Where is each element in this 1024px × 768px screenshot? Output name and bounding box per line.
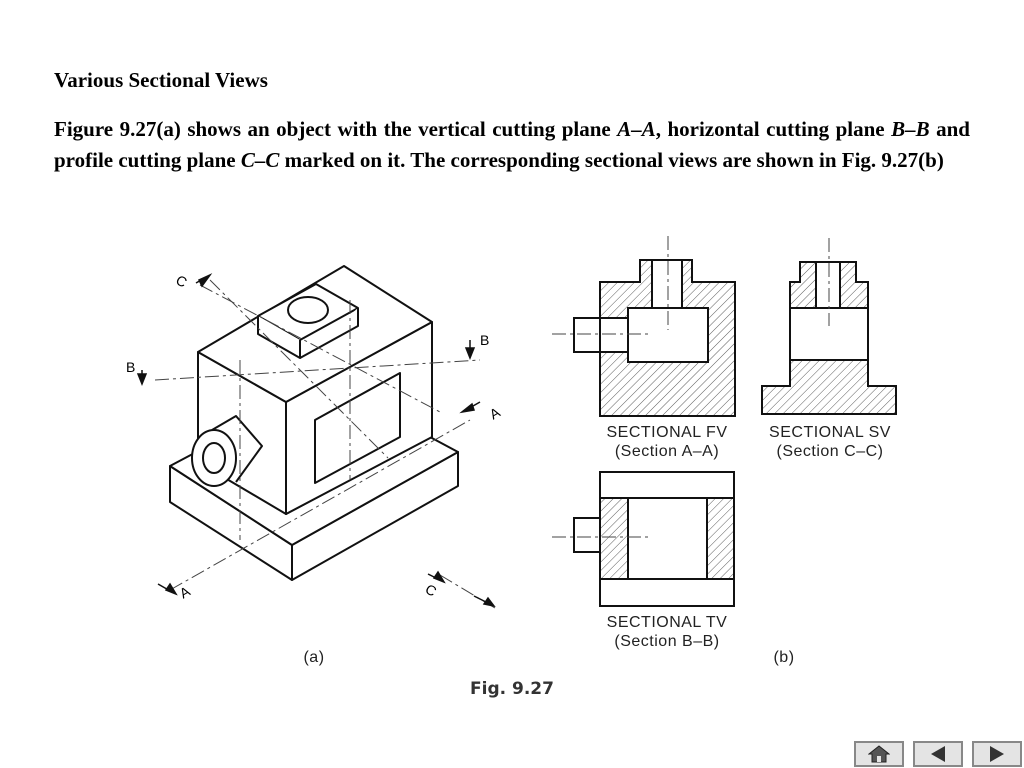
sv-title: SECTIONAL SV (769, 424, 891, 441)
isometric-object (169, 265, 459, 581)
previous-button[interactable] (913, 741, 963, 767)
tv-subtitle: (Section B–B) (614, 633, 719, 650)
fv-center-lines (552, 236, 669, 335)
plane-label-b-left: B (126, 359, 135, 375)
sv-subtitle: (Section C–C) (777, 443, 884, 460)
next-button[interactable] (972, 741, 1022, 767)
fv-title: SECTIONAL FV (607, 424, 728, 441)
description-paragraph: Figure 9.27(a) shows an object with the … (54, 117, 970, 172)
previous-arrow-icon (931, 746, 945, 762)
home-button[interactable] (854, 741, 904, 767)
subfigure-label-a: (a) (303, 649, 324, 666)
fv-subtitle: (Section A–A) (615, 443, 719, 460)
section-heading: Various Sectional Views (54, 68, 268, 92)
cutting-plane-arrows (136, 273, 496, 608)
subfigure-label-b: (b) (773, 649, 794, 666)
plane-label-a-bottom: A (177, 583, 194, 602)
tv-title: SECTIONAL TV (607, 614, 728, 631)
next-arrow-icon (990, 746, 1004, 762)
plane-label-b-right: B (480, 332, 489, 348)
plane-label-c-top: C (173, 272, 189, 291)
home-icon (868, 745, 890, 763)
figure-caption: Fig. 9.27 (470, 679, 554, 699)
plane-label-c-bottom: C (423, 581, 440, 600)
plane-label-a-right: A (487, 404, 504, 423)
sectional-tv-drawing (573, 471, 735, 607)
sectional-fv-drawing (573, 259, 736, 417)
sectional-sv-drawing (761, 261, 897, 415)
cutting-plane-lines (154, 279, 496, 609)
